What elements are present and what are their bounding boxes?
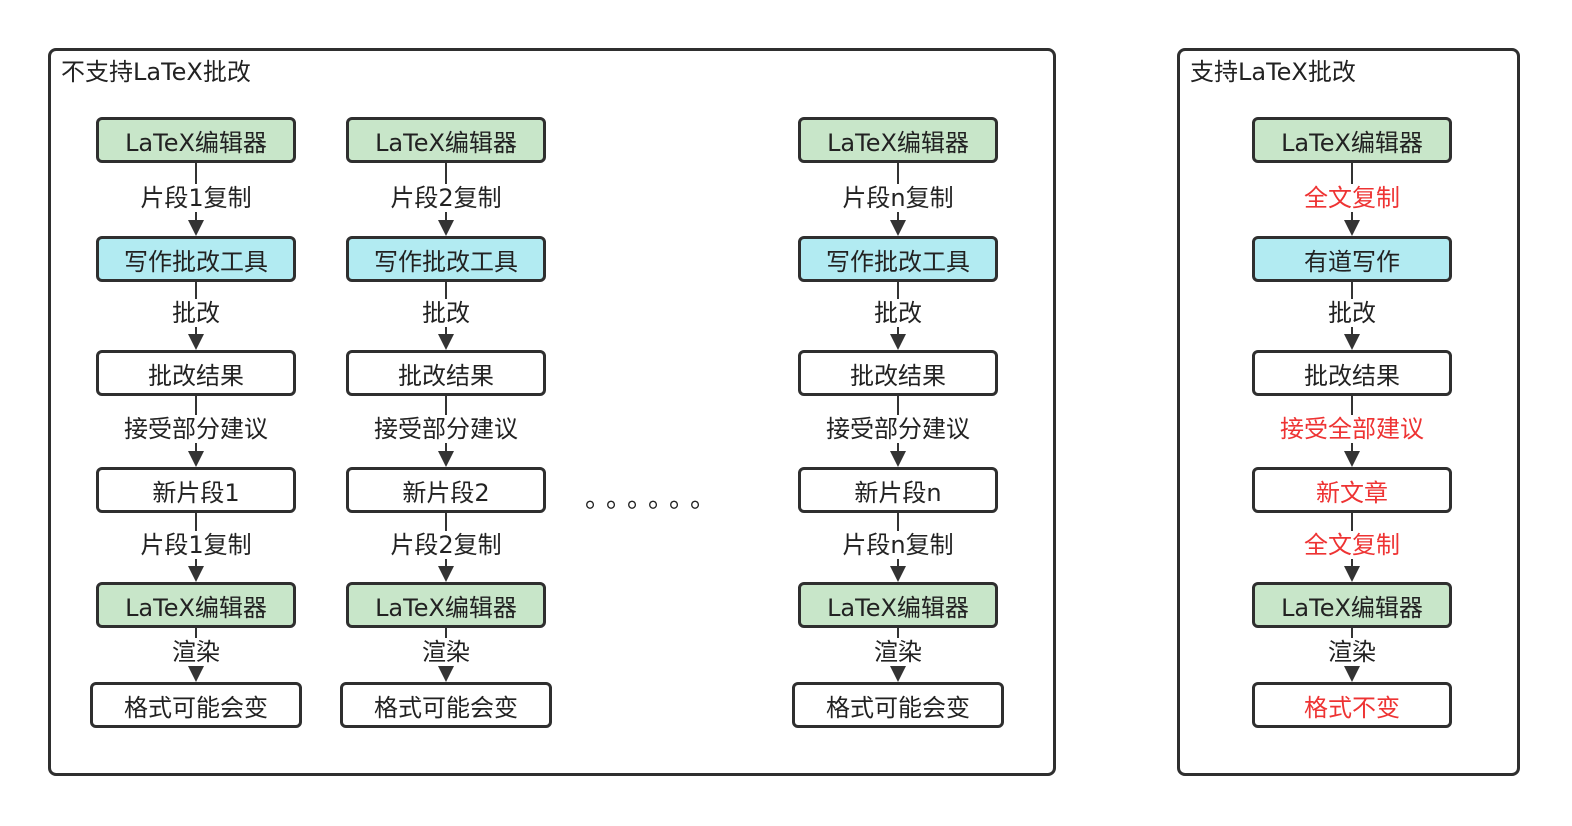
format-result-node: 格式可能会变 [340, 682, 552, 728]
arrowhead-icon [890, 220, 906, 236]
edge-label-text: 片段2复制 [388, 184, 504, 212]
arrowhead-icon [890, 334, 906, 350]
review-tool-node: 写作批改工具 [96, 236, 296, 282]
format-result-node: 格式不变 [1252, 682, 1452, 728]
edge-label-text: 接受全部建议 [1278, 415, 1426, 443]
arrowhead-icon [1344, 566, 1360, 582]
arrowhead-icon [1344, 220, 1360, 236]
render-edge-label: 渲染 [768, 637, 1028, 667]
arrowhead-icon [890, 666, 906, 682]
edge-label-text: 片段n复制 [840, 531, 956, 559]
arrowhead-icon [188, 666, 204, 682]
review-tool-node: 写作批改工具 [798, 236, 998, 282]
copy-edge-label: 片段n复制 [768, 183, 1028, 213]
arrowhead-icon [188, 334, 204, 350]
review-result-node: 批改结果 [96, 350, 296, 396]
edge-label-text: 渲染 [420, 638, 472, 666]
render-edge-label: 渲染 [1222, 637, 1482, 667]
editor-node: LaTeX编辑器 [798, 117, 998, 163]
arrowhead-icon [890, 451, 906, 467]
new-fragment-node: 新片段1 [96, 467, 296, 513]
copy-edge-label: 片段1复制 [66, 183, 326, 213]
arrowhead-icon [1344, 334, 1360, 350]
render-edge-label: 渲染 [316, 637, 576, 667]
arrowhead-icon [438, 334, 454, 350]
review-result-node: 批改结果 [1252, 350, 1452, 396]
arrowhead-icon [438, 451, 454, 467]
edge-label-text: 片段n复制 [840, 184, 956, 212]
format-result-node: 格式可能会变 [90, 682, 302, 728]
new-fragment-node: 新片段n [798, 467, 998, 513]
arrowhead-icon [438, 220, 454, 236]
copy-back-edge-label: 片段n复制 [768, 530, 1028, 560]
right-panel-title: 支持LaTeX批改 [1190, 58, 1356, 86]
edge-label-text: 批改 [1326, 299, 1378, 327]
arrowhead-icon [188, 566, 204, 582]
review-edge-label: 批改 [66, 298, 326, 328]
copy-back-edge-label: 全文复制 [1222, 530, 1482, 560]
copy-edge-label: 全文复制 [1222, 183, 1482, 213]
accept-edge-label: 接受部分建议 [66, 414, 326, 444]
edge-label-text: 渲染 [1326, 638, 1378, 666]
editor-node-2: LaTeX编辑器 [1252, 582, 1452, 628]
arrowhead-icon [188, 220, 204, 236]
edge-label-text: 全文复制 [1302, 184, 1402, 212]
edge-label-text: 片段1复制 [138, 531, 254, 559]
edge-label-text: 片段1复制 [138, 184, 254, 212]
editor-node-2: LaTeX编辑器 [798, 582, 998, 628]
arrowhead-icon [188, 451, 204, 467]
arrowhead-icon [438, 666, 454, 682]
edge-label-text: 渲染 [170, 638, 222, 666]
arrowhead-icon [890, 566, 906, 582]
editor-node-2: LaTeX编辑器 [96, 582, 296, 628]
new-fragment-node: 新片段2 [346, 467, 546, 513]
copy-back-edge-label: 片段2复制 [316, 530, 576, 560]
left-panel-title: 不支持LaTeX批改 [61, 58, 251, 86]
review-edge-label: 批改 [768, 298, 1028, 328]
render-edge-label: 渲染 [66, 637, 326, 667]
edge-label-text: 批改 [420, 299, 472, 327]
ellipsis: 。。。。。。 [585, 484, 725, 514]
editor-node: LaTeX编辑器 [96, 117, 296, 163]
copy-back-edge-label: 片段1复制 [66, 530, 326, 560]
format-result-node: 格式可能会变 [792, 682, 1004, 728]
review-tool-node: 写作批改工具 [346, 236, 546, 282]
edge-label-text: 批改 [872, 299, 924, 327]
arrowhead-icon [1344, 451, 1360, 467]
editor-node: LaTeX编辑器 [346, 117, 546, 163]
accept-edge-label: 接受部分建议 [768, 414, 1028, 444]
accept-edge-label: 接受全部建议 [1222, 414, 1482, 444]
review-result-node: 批改结果 [798, 350, 998, 396]
accept-edge-label: 接受部分建议 [316, 414, 576, 444]
review-edge-label: 批改 [1222, 298, 1482, 328]
edge-label-text: 接受部分建议 [122, 415, 270, 443]
new-fragment-node: 新文章 [1252, 467, 1452, 513]
review-tool-node: 有道写作 [1252, 236, 1452, 282]
copy-edge-label: 片段2复制 [316, 183, 576, 213]
edge-label-text: 片段2复制 [388, 531, 504, 559]
review-result-node: 批改结果 [346, 350, 546, 396]
review-edge-label: 批改 [316, 298, 576, 328]
edge-label-text: 接受部分建议 [372, 415, 520, 443]
arrowhead-icon [1344, 666, 1360, 682]
editor-node: LaTeX编辑器 [1252, 117, 1452, 163]
edge-label-text: 渲染 [872, 638, 924, 666]
editor-node-2: LaTeX编辑器 [346, 582, 546, 628]
edge-label-text: 接受部分建议 [824, 415, 972, 443]
edge-label-text: 批改 [170, 299, 222, 327]
arrowhead-icon [438, 566, 454, 582]
edge-label-text: 全文复制 [1302, 531, 1402, 559]
